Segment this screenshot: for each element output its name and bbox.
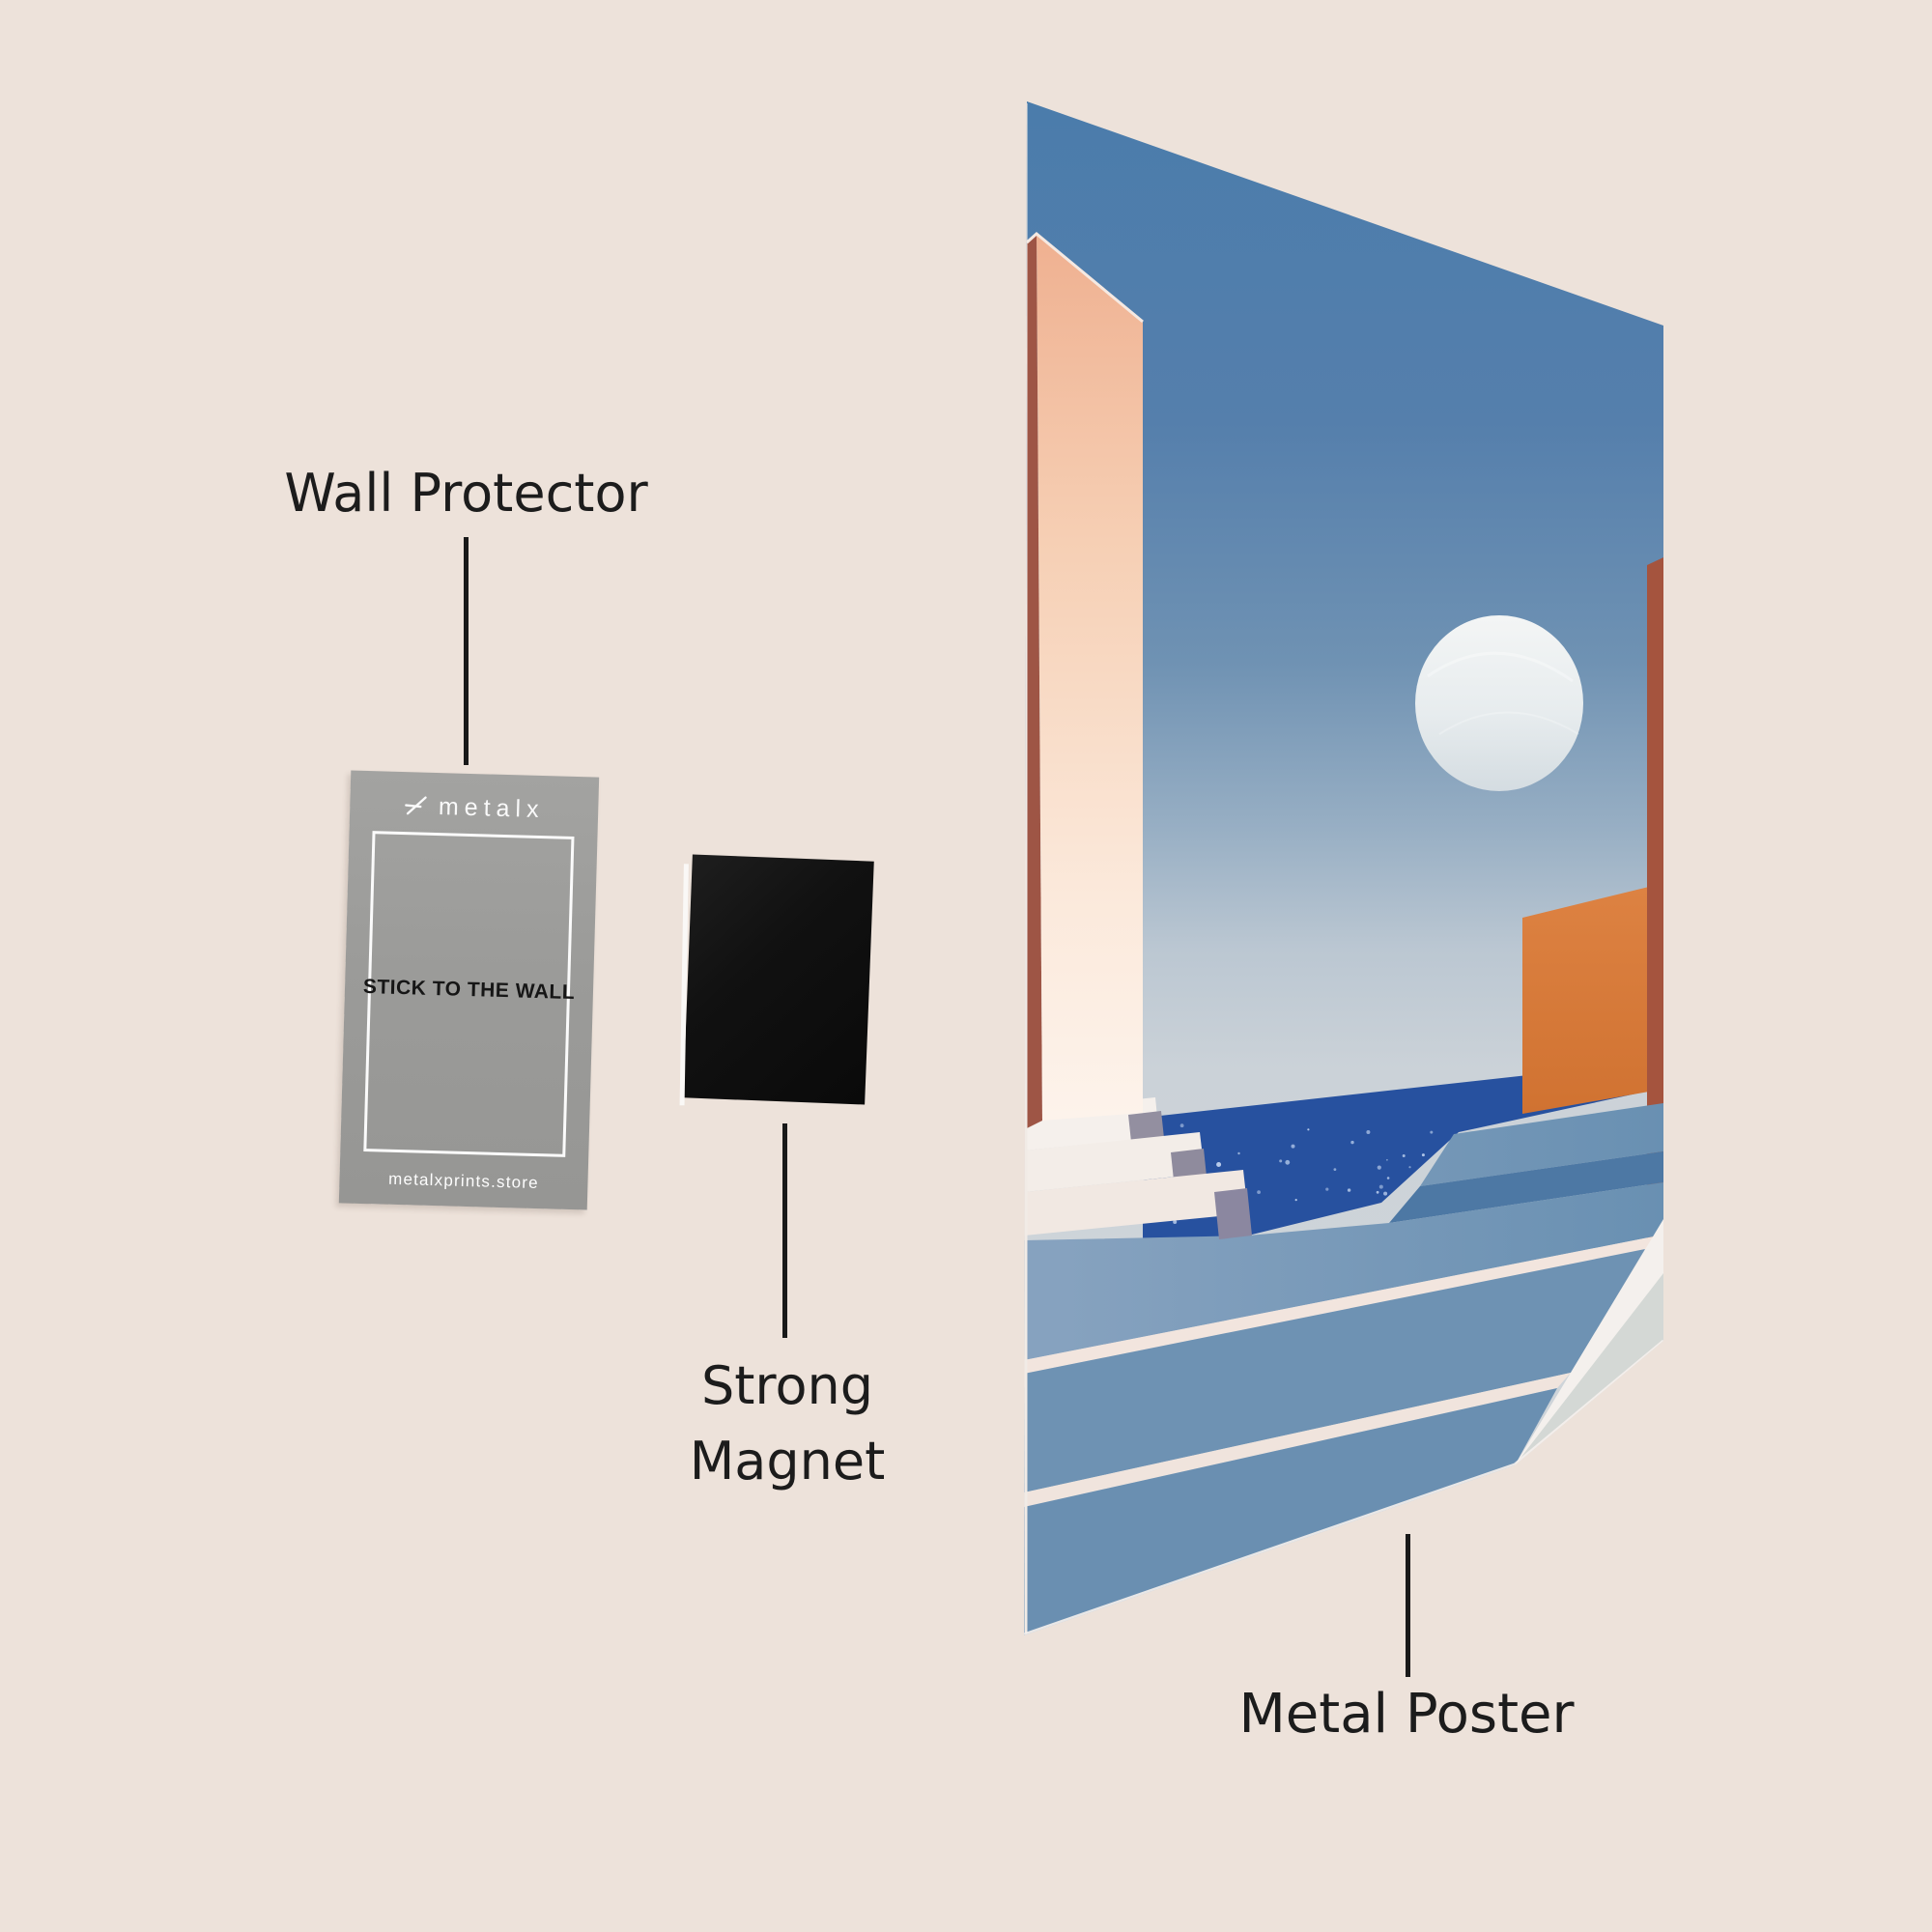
wall-protector-connector-line xyxy=(464,537,469,765)
poster-connector-line xyxy=(1406,1534,1410,1677)
strong-magnet-label: Strong Magnet xyxy=(689,1355,886,1492)
orange-block xyxy=(1522,887,1649,1114)
stair-side-shadow xyxy=(1515,1273,1663,1465)
poster-bottom-edge-highlight xyxy=(1024,1339,1663,1635)
metal-poster-label: Metal Poster xyxy=(1238,1683,1575,1746)
card-footer-text: metalxprints.store xyxy=(387,1169,540,1193)
stair-side-face xyxy=(1515,1219,1663,1465)
brand-logo-text: metalx xyxy=(438,792,545,823)
magnet-connector-line xyxy=(782,1123,787,1338)
metalx-logo-icon xyxy=(404,796,427,815)
wall-protector-label: Wall Protector xyxy=(284,463,648,524)
wall-protector-card: metalx STICK TO THE WALL metalxprints.st… xyxy=(338,770,600,1210)
strong-magnet xyxy=(679,854,874,1106)
magnet-edge-highlight xyxy=(679,864,689,1106)
peach-tower xyxy=(1025,232,1144,1128)
metal-poster-artwork xyxy=(1024,101,1663,1635)
moon xyxy=(1415,615,1583,791)
staircase xyxy=(1024,1103,1663,1635)
brand-logo: metalx xyxy=(350,787,599,827)
